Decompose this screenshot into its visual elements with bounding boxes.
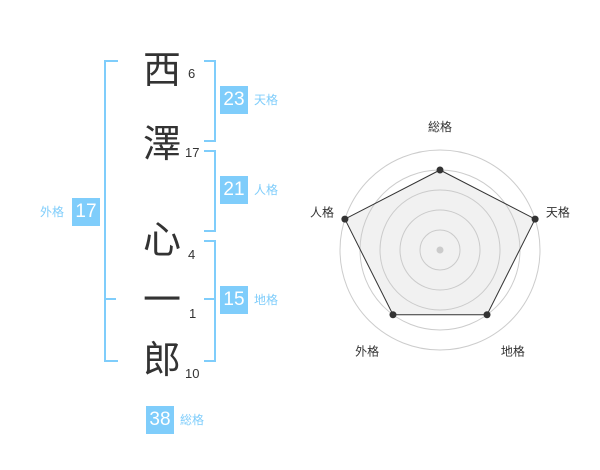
stroke-count: 1: [189, 306, 197, 321]
radar-axis-label: 人格: [310, 205, 334, 220]
stroke-count: 10: [185, 366, 200, 381]
radar-center: [436, 246, 444, 254]
radar-point: [389, 311, 397, 319]
stroke-count: 4: [188, 247, 196, 262]
chikaku-label: 地格: [254, 293, 279, 307]
gaikaku-label: 外格: [40, 205, 65, 219]
radar-ring: [379, 189, 501, 311]
name-char: 一: [142, 278, 181, 322]
radar-axis-label: 天格: [546, 205, 570, 220]
radar-ring: [419, 229, 461, 271]
radar-axis-label: 外格: [355, 343, 379, 358]
chikaku-bracket: [204, 240, 216, 362]
radar-point: [483, 311, 491, 319]
stroke-count: 17: [185, 145, 200, 160]
tenkaku-value: 23: [220, 86, 248, 114]
jinkaku-label: 人格: [254, 183, 279, 197]
radar-axis-label: 地格: [501, 343, 525, 358]
name-char: 心: [142, 218, 181, 262]
gaikaku-value: 17: [72, 198, 100, 226]
radar-ring: [399, 209, 481, 291]
name-char: 郎: [142, 338, 181, 382]
radar-point: [436, 166, 444, 174]
tenkaku-label: 天格: [254, 93, 279, 107]
radar-area: [344, 169, 536, 316]
radar-point: [531, 215, 539, 223]
radar-axis-label: 総格: [428, 119, 452, 134]
name-char: 澤: [142, 122, 181, 166]
jinkaku-value: 21: [220, 176, 248, 204]
stroke-count: 6: [188, 66, 196, 81]
jinkaku-bracket: [204, 150, 216, 232]
chikaku-value: 15: [220, 286, 248, 314]
bracket-tick: [104, 298, 116, 300]
tenkaku-bracket: [204, 60, 216, 142]
radar-point: [341, 215, 349, 223]
soukaku-label: 総格: [180, 413, 205, 427]
name-char: 西: [142, 48, 181, 92]
gaikaku-bracket: [104, 60, 118, 362]
soukaku-value: 38: [146, 406, 174, 434]
bracket-tick: [204, 298, 216, 300]
